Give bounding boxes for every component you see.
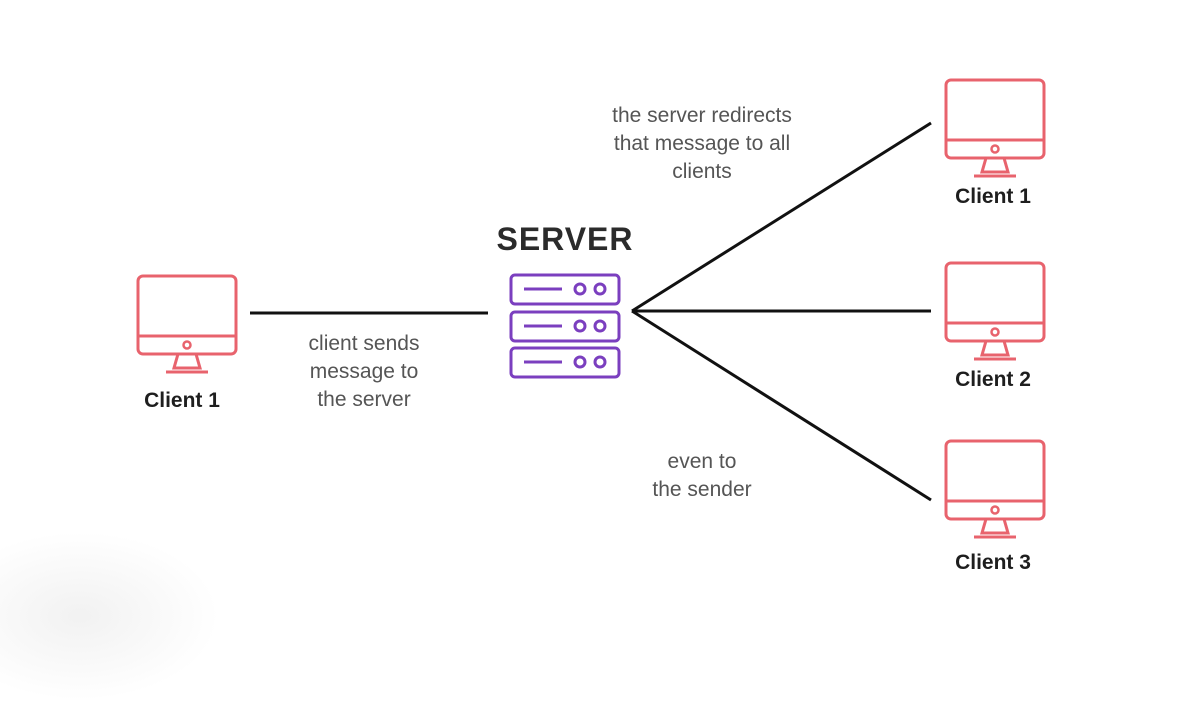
note-redirect: the server redirects that message to all… bbox=[572, 102, 832, 186]
server-rack-icon bbox=[508, 272, 624, 382]
client-2-monitor-icon bbox=[944, 261, 1048, 361]
client-1-label: Client 1 bbox=[955, 185, 1031, 208]
note-sender-line: even to bbox=[667, 450, 737, 473]
sender-label: Client 1 bbox=[144, 389, 220, 412]
note-redirect-line: clients bbox=[672, 160, 732, 183]
line-server-to-client-3 bbox=[631, 309, 932, 502]
note-send-line: the server bbox=[317, 388, 411, 411]
client-3-label: Client 3 bbox=[955, 551, 1031, 574]
note-sender: even to the sender bbox=[612, 448, 792, 504]
note-sender-line: the sender bbox=[652, 478, 752, 501]
note-redirect-line: that message to all bbox=[613, 132, 791, 155]
note-send-line: message to bbox=[309, 360, 419, 383]
client-2-label: Client 2 bbox=[955, 368, 1031, 391]
sender-monitor-icon bbox=[136, 274, 240, 374]
connection-lines bbox=[250, 121, 932, 502]
client-1-monitor-icon bbox=[944, 78, 1048, 178]
server-title: SERVER bbox=[496, 221, 634, 257]
note-send-line: client sends bbox=[308, 332, 420, 355]
diagram: Client 1 client sends message to the ser… bbox=[0, 78, 1048, 701]
client-3-monitor-icon bbox=[944, 439, 1048, 539]
line-server-to-client-1 bbox=[631, 121, 932, 313]
note-redirect-line: the server redirects bbox=[612, 104, 792, 127]
note-send: client sends message to the server bbox=[264, 330, 464, 414]
